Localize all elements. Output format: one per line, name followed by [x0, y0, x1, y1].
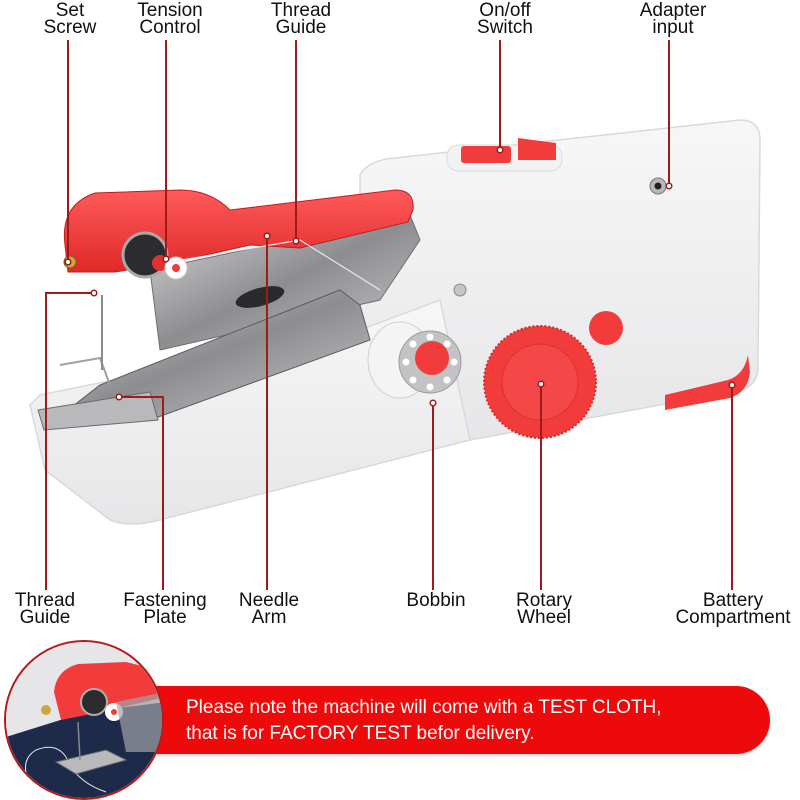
bobbin [367, 321, 462, 399]
battery-compartment [665, 355, 750, 410]
label-needle-arm: Needle Arm [238, 590, 300, 628]
label-tension-control: Tension Control [137, 0, 203, 38]
label-fastening-plate: Fastening Plate [123, 590, 207, 628]
closeup-illustration [6, 642, 162, 798]
label-battery-compartment: Battery Compartment [675, 590, 791, 628]
label-rotary-wheel: Rotary Wheel [516, 590, 572, 628]
label-on-off-switch: On/off Switch [477, 0, 533, 38]
metal-frame [37, 214, 421, 431]
label-adapter-input: Adapter input [639, 0, 707, 38]
test-cloth-notice-banner: Please note the machine will come with a… [150, 686, 770, 754]
notice-text: Please note the machine will come with a… [186, 697, 662, 744]
label-set-screw: Set Screw [43, 0, 97, 38]
inset-closeup-photo [4, 640, 164, 800]
label-thread-guide-bottom: Thread Guide [14, 590, 76, 628]
leader-dots [64, 146, 736, 407]
on-off-switch [461, 146, 511, 163]
sewing-machine-illustration [29, 40, 761, 590]
leader-lines [45, 40, 733, 590]
label-thread-guide-top: Thread Guide [270, 0, 332, 38]
red-top-arm [63, 189, 414, 291]
label-bobbin: Bobbin [406, 590, 466, 611]
